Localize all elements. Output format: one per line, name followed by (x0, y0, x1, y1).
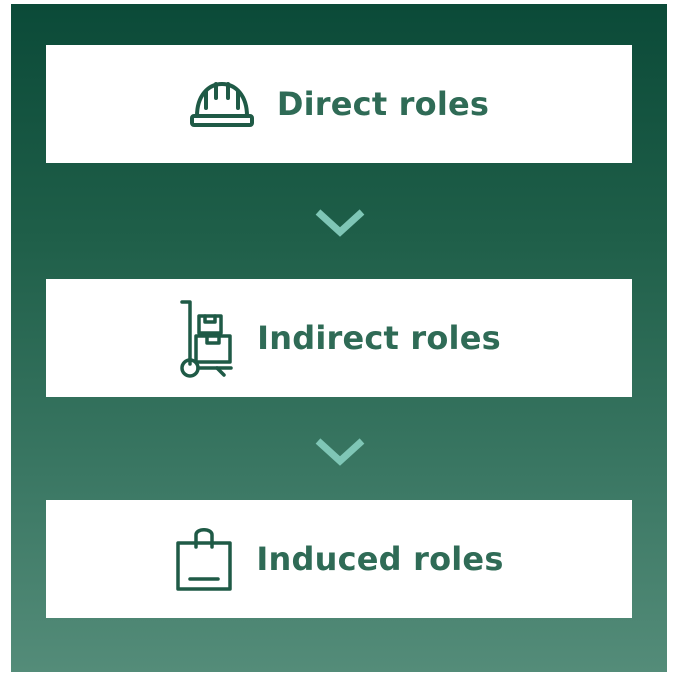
induced-roles-card: Induced roles (46, 500, 632, 618)
shopping-bag-icon (174, 525, 234, 593)
step-label: Induced roles (256, 540, 504, 578)
step-label: Indirect roles (257, 319, 501, 357)
hand-truck-icon (177, 298, 235, 378)
step-label: Direct roles (276, 85, 490, 123)
hard-hat-icon (189, 78, 255, 130)
direct-roles-card: Direct roles (46, 45, 632, 163)
chevron-down-icon (315, 209, 365, 237)
indirect-roles-card: Indirect roles (46, 279, 632, 397)
chevron-down-icon (315, 438, 365, 466)
